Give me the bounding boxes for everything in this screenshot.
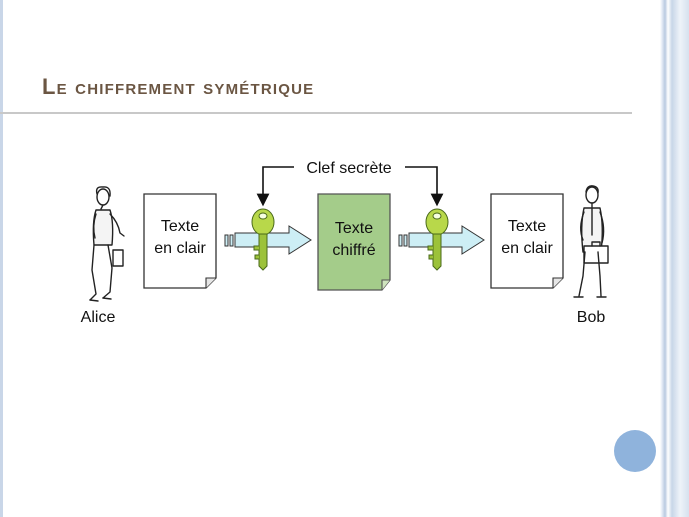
plaintext-document-left	[143, 193, 217, 289]
plaintext-document-right	[490, 193, 564, 289]
bob-figure	[573, 185, 609, 298]
ciphertext-line1: Texte	[335, 220, 373, 237]
plaintext-left-line1: Texte	[161, 218, 199, 235]
plaintext-left-line2: en clair	[154, 240, 206, 257]
slide-right-decoration	[660, 0, 689, 517]
ciphertext-line2: chiffré	[332, 242, 375, 259]
receiver-name: Bob	[577, 309, 606, 326]
slide-title: Le chiffrement symétrique	[42, 74, 315, 99]
secret-key-label: Clef secrète	[306, 160, 391, 177]
slide-left-edge	[0, 0, 3, 517]
key-icon	[425, 208, 449, 271]
key-bracket-right	[405, 166, 444, 207]
sender-name: Alice	[81, 309, 116, 326]
ciphertext-document	[317, 193, 391, 291]
plaintext-right-line1: Texte	[508, 218, 546, 235]
key-icon	[251, 208, 275, 271]
alice-figure	[89, 186, 125, 302]
title-underline	[0, 112, 632, 114]
decorative-circle	[614, 430, 656, 472]
plaintext-right-line2: en clair	[501, 240, 553, 257]
key-bracket-left	[256, 166, 294, 207]
